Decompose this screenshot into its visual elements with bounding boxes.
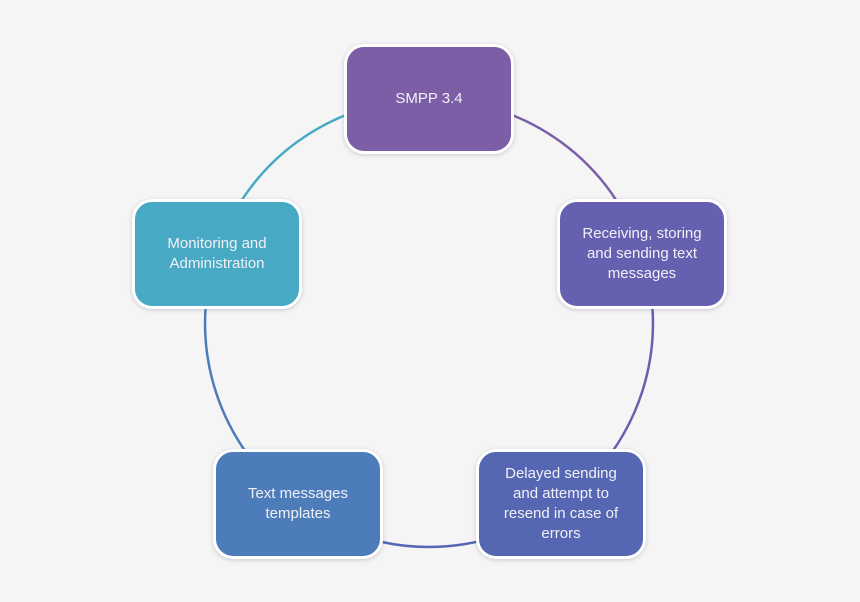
node-monitoring-admin: Monitoring and Administration	[132, 199, 302, 309]
node-delayed-sending: Delayed sending and attempt to resend in…	[476, 449, 646, 559]
node-delayed-sending-label: Delayed sending and attempt to resend in…	[503, 465, 619, 542]
node-text-templates-label: Text messages templates	[247, 485, 349, 522]
node-smpp-34: SMPP 3.4	[344, 44, 514, 154]
node-monitoring-admin-label: Monitoring and Administration	[167, 235, 267, 272]
node-receiving-storing-label: Receiving, storing and sending text mess…	[582, 225, 702, 282]
node-receiving-storing: Receiving, storing and sending text mess…	[557, 199, 727, 309]
node-smpp-34-label: SMPP 3.4	[395, 90, 463, 107]
node-text-templates: Text messages templates	[213, 449, 383, 559]
